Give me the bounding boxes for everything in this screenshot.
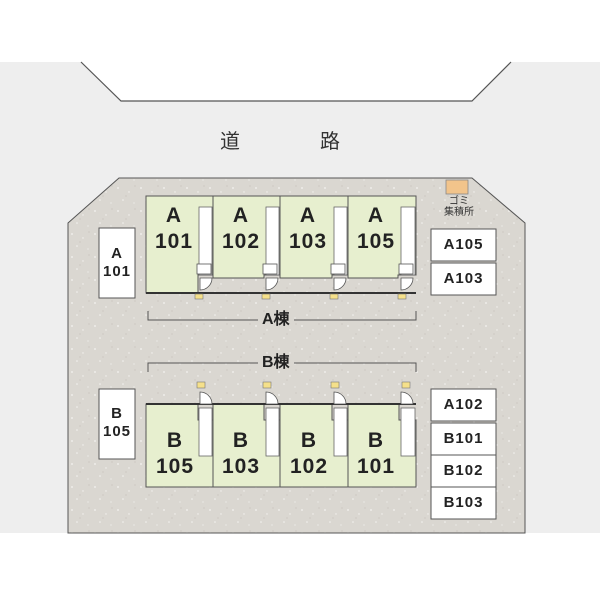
garbage-point-box (445, 179, 469, 195)
building-b-label: B棟 (258, 355, 294, 371)
garbage-point-label-line1: ゴミ (449, 196, 469, 207)
unit-a105-shape (347, 195, 417, 279)
building-b (145, 381, 417, 488)
parking-right-b101: B101 (443, 430, 484, 447)
building-a (145, 195, 417, 300)
road-label: 道 路 (220, 131, 370, 153)
parking-right-b102: B102 (443, 462, 484, 479)
parking-spaces (98, 227, 497, 520)
parking-right-a102: A102 (443, 396, 484, 413)
parking-right-a103: A103 (443, 270, 484, 287)
parking-left-top-label: A 101 (102, 245, 132, 280)
garbage-point-label: ゴミ 集積所 (436, 196, 482, 218)
parking-left-bottom (98, 388, 136, 460)
parking-left-top (98, 227, 136, 299)
garbage-point-label-line2: 集積所 (444, 207, 474, 218)
building-a-label: A棟 (258, 312, 294, 328)
parking-right-b103: B103 (443, 494, 484, 511)
parking-left-bottom-label: B 105 (102, 405, 132, 440)
parking-right-a105: A105 (443, 236, 484, 253)
